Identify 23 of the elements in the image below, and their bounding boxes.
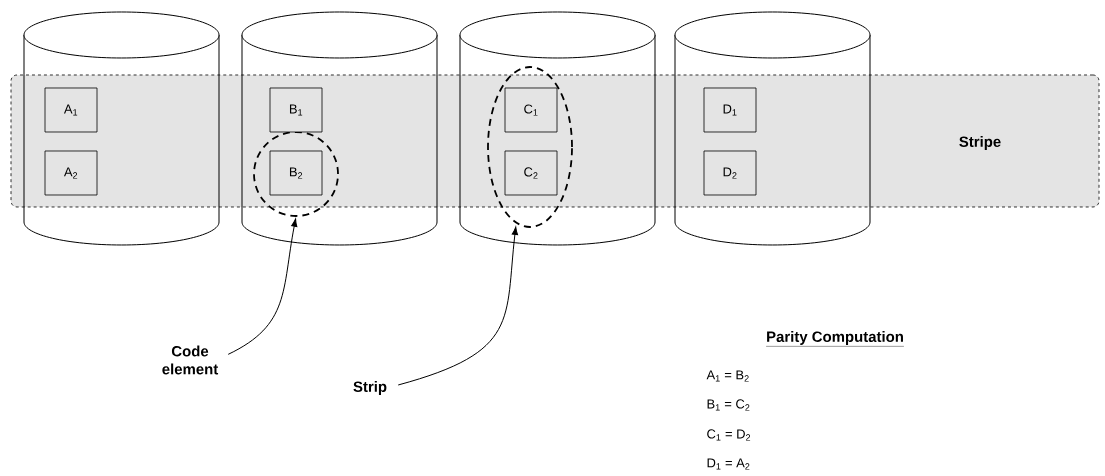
leader-arrow [397,226,519,386]
equation: A$_{1}$ = B$_{2}$ [706,370,749,382]
element-box: B$_{1}$ [269,87,323,133]
leader-arrow [227,218,298,355]
equation: B$_{1}$ = C$_{2}$ [707,399,750,411]
dashed-ellipse [487,66,573,228]
cylinder [674,11,871,246]
element-box: B$_{2}$ [269,150,323,196]
cylinder [459,11,656,246]
element-box: A$_{2}$ [44,150,98,196]
cylinder [23,11,220,246]
element-box: C$_{2}$ [504,150,558,196]
equation: C$_{1}$ = D$_{2}$ [707,429,751,441]
equation: D$_{1}$ = A$_{2}$ [707,458,750,470]
callout-text: Strip [353,381,387,395]
dashed-circle [253,131,339,217]
cylinder [241,11,438,246]
element-box: D$_{1}$ [703,87,757,133]
element-box: C$_{1}$ [504,87,558,133]
heading: Parity Computation [765,331,905,347]
callout-text: Code element [162,345,219,375]
element-box: D$_{2}$ [703,150,757,196]
element-box: A$_{1}$ [44,87,98,133]
